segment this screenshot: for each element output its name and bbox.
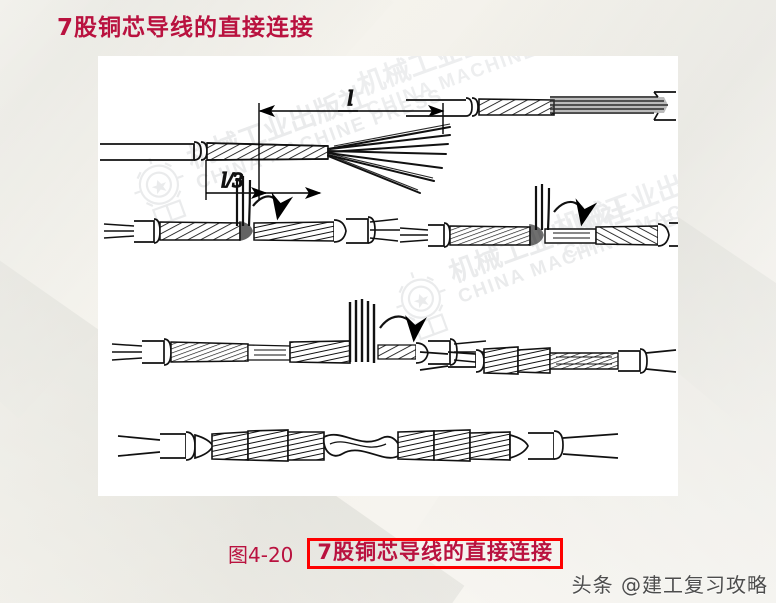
page-title: 7股铜芯导线的直接连接 — [57, 15, 315, 41]
figure-step-1: l l/3 — [100, 85, 451, 200]
figure-title: 7股铜芯导线的直接连接 — [317, 540, 554, 564]
figure-step-6 — [419, 346, 677, 375]
dimension-label-l: l — [347, 86, 353, 110]
figure-step-7 — [117, 429, 619, 462]
figure-step-5 — [111, 299, 488, 366]
figure-number: 图4-20 — [228, 543, 294, 567]
figure-illustration: 机械工业出版社 CHINA MACHINE PRESS 机械工业出版社 CHIN… — [100, 56, 678, 462]
channel-watermark: 头条 @建工复习攻略 — [571, 573, 768, 597]
dimension-label-l-over-3: l/3 — [221, 168, 243, 192]
figure-step-3 — [103, 176, 400, 244]
figure-caption: 图4-20 7股铜芯导线的直接连接 — [228, 538, 564, 569]
figure-step-2 — [406, 91, 676, 121]
figure-step-4 — [399, 184, 678, 248]
figure-title-highlight-box: 7股铜芯导线的直接连接 — [307, 538, 564, 569]
figure-panel: 机械工业出版社 CHINA MACHINE PRESS 机械工业出版社 CHIN… — [98, 56, 678, 496]
